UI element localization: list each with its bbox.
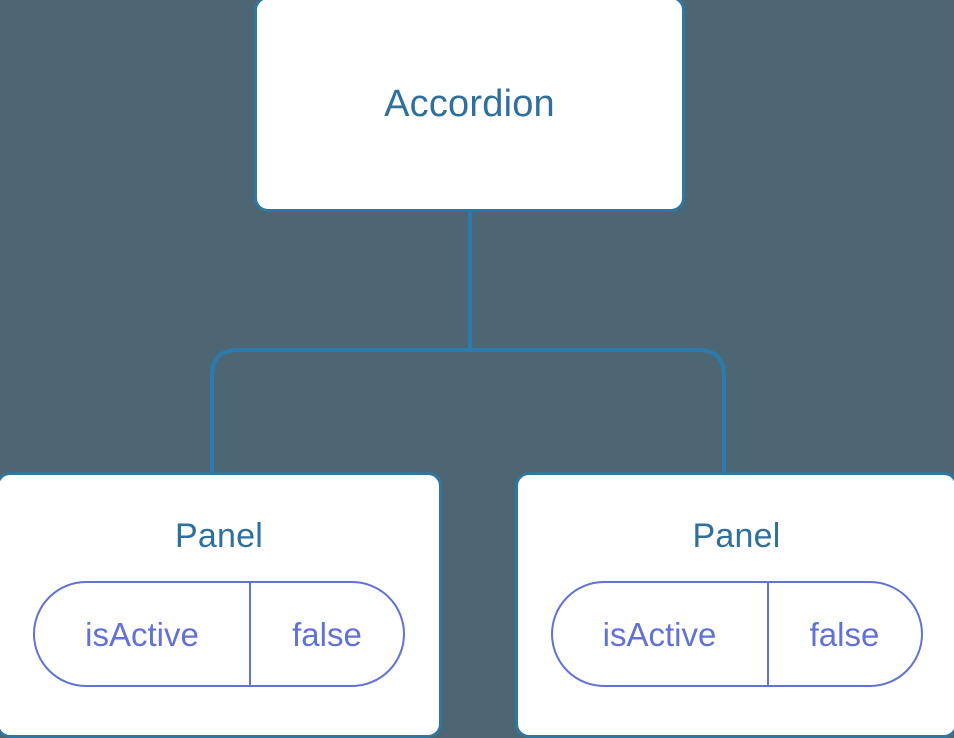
prop-pill-isactive-left[interactable]: isActive false: [33, 581, 405, 687]
node-panel-left-title: Panel: [175, 517, 263, 555]
prop-pill-isactive-right[interactable]: isActive false: [550, 581, 923, 687]
node-panel-left[interactable]: Panel isActive false: [0, 472, 442, 738]
prop-key-isactive-left: isActive: [35, 583, 251, 685]
prop-value-isactive-left: false: [292, 615, 362, 653]
node-panel-right[interactable]: Panel isActive false: [515, 472, 954, 738]
connector-branch-bus: [210, 348, 726, 472]
prop-key-isactive-right: isActive: [553, 583, 769, 685]
node-panel-right-title: Panel: [692, 517, 781, 555]
prop-value-isactive-right: false: [809, 615, 880, 653]
node-accordion[interactable]: Accordion: [254, 0, 685, 212]
node-accordion-title: Accordion: [384, 83, 555, 125]
